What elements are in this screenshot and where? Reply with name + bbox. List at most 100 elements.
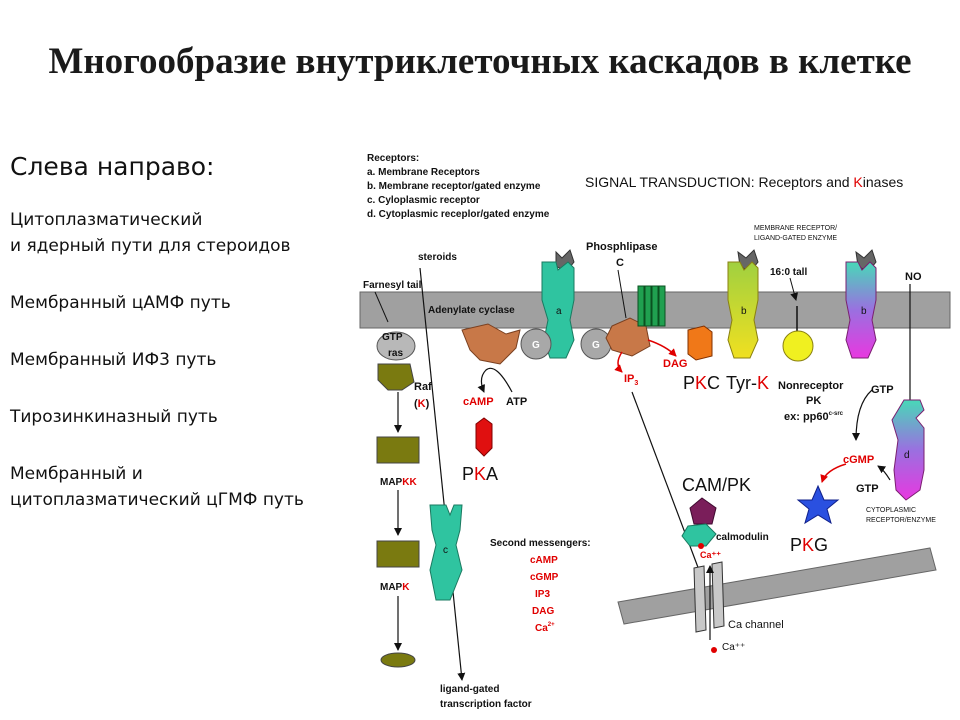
plc-to-ip3-arrow bbox=[614, 351, 623, 373]
camp-label: cAMP bbox=[463, 396, 494, 408]
nonreceptor-pk-shape bbox=[782, 330, 814, 362]
tyr-k: K bbox=[757, 373, 769, 393]
ligand-gated-label-2: transcription factor bbox=[440, 699, 532, 710]
left-item-steroids: Цитоплазматический и ядерный пути для ст… bbox=[10, 207, 345, 259]
g-protein-1-label: G bbox=[532, 340, 540, 351]
left-item-line: Мембранный ИФ3 путь bbox=[10, 350, 217, 370]
pkg-k: K bbox=[802, 535, 814, 555]
diagram-title: SIGNAL TRANSDUCTION: Receptors and Kinas… bbox=[585, 174, 903, 190]
cgmp-label: cGMP bbox=[843, 454, 874, 466]
receptor-b1-label: b bbox=[741, 306, 747, 317]
pka-label: PKA bbox=[462, 464, 498, 484]
legend-line: b. Membrane receptor/gated enzyme bbox=[367, 181, 541, 192]
ca-dot-top bbox=[698, 543, 704, 549]
atp-label: ATP bbox=[506, 396, 527, 408]
er-membrane bbox=[617, 547, 937, 625]
pkg-star bbox=[796, 484, 840, 525]
nonreceptor-label-3: ex: pp60c-src bbox=[784, 411, 844, 423]
pkg-p: P bbox=[790, 535, 802, 555]
membrane-receptor-b1: b bbox=[727, 249, 759, 359]
adenylate-cyclase-label: Adenylate cyclase bbox=[428, 305, 515, 316]
left-item-line: Тирозинкиназный путь bbox=[10, 407, 218, 427]
nonreceptor-example: ex: pp60 bbox=[784, 411, 829, 423]
receptor-c-label: c bbox=[443, 545, 448, 556]
g-protein-1 bbox=[520, 328, 552, 360]
left-item-line: и ядерный пути для стероидов bbox=[10, 236, 291, 256]
tall-16-label: 16:0 tall bbox=[770, 267, 807, 278]
pkc-cube bbox=[687, 325, 713, 361]
transcription-factor-shape bbox=[380, 652, 416, 668]
membrane-receptor-b2: b bbox=[845, 249, 877, 359]
steroids-arrow bbox=[419, 267, 466, 681]
second-messenger-item: cAMP bbox=[530, 555, 558, 566]
calmodulin-shape bbox=[681, 523, 717, 547]
pkc-label: PKC bbox=[683, 373, 720, 393]
pkc-c: C bbox=[707, 373, 720, 393]
membrane-receptor-label-bottom: LIGAND-GATED ENZYME bbox=[754, 235, 837, 242]
ip3-channel-bundle bbox=[637, 285, 666, 327]
pka-shape bbox=[475, 417, 493, 457]
tyr-k-label: Tyr-K bbox=[726, 373, 769, 393]
gtp-right2-label: GTP bbox=[856, 483, 879, 495]
farnesyl-tail-line bbox=[374, 291, 389, 323]
pka-a: A bbox=[486, 464, 498, 484]
receptor-b2-label: b bbox=[861, 306, 867, 317]
nonreceptor-label-1: Nonreceptor bbox=[778, 380, 844, 392]
diagram-title-main: SIGNAL TRANSDUCTION: Receptors and bbox=[585, 174, 853, 190]
raf-k-label: (K) bbox=[414, 398, 430, 410]
phospholipase-c-label: C bbox=[616, 257, 624, 269]
pkg-g: G bbox=[814, 535, 828, 555]
pkc-k: K bbox=[695, 373, 707, 393]
phospholipase-pointer bbox=[617, 269, 627, 319]
gtp-label: GTP bbox=[382, 332, 403, 343]
second-messenger-ca-sup: 2+ bbox=[548, 622, 555, 628]
gtp2-to-cgmp-arrow bbox=[877, 465, 891, 481]
steroids-label: steroids bbox=[418, 252, 457, 263]
mapk-k: K bbox=[402, 582, 410, 593]
legend-line: Receptors: bbox=[367, 153, 419, 164]
left-item-line: Мембранный и bbox=[10, 464, 143, 484]
ip3-ip: IP bbox=[624, 373, 634, 385]
tall-16-pointer bbox=[789, 277, 799, 301]
tyr-prefix: Tyr- bbox=[726, 373, 757, 393]
left-item-line: Мембранный цАМФ путь bbox=[10, 293, 231, 313]
ca-dot-bottom bbox=[711, 647, 717, 653]
adenylate-cyclase-shape bbox=[461, 323, 521, 365]
ca-bottom-label: Ca⁺⁺ bbox=[722, 642, 745, 653]
mapkk-box bbox=[376, 436, 420, 464]
membrane-receptor-label-top: MEMBRANE RECEPTOR/ bbox=[754, 225, 837, 232]
farnesyl-tail-label: Farnesyl tail bbox=[363, 280, 422, 291]
mapkk-kk: KK bbox=[402, 477, 417, 488]
legend-line: c. Cyloplasmic receptor bbox=[367, 195, 480, 206]
phospholipase-shape bbox=[605, 317, 651, 357]
cam-pk-pentagon bbox=[689, 497, 717, 525]
ip3-sub: 3 bbox=[634, 380, 638, 387]
pkg-label: PKG bbox=[790, 535, 828, 555]
ca-channel bbox=[693, 561, 725, 633]
left-item-ip3: Мембранный ИФ3 путь bbox=[10, 347, 345, 373]
nonreceptor-label-2: PK bbox=[806, 395, 821, 407]
left-item-line: цитоплазматический цГМФ путь bbox=[10, 490, 304, 510]
second-messenger-ca-base: Ca bbox=[535, 623, 548, 634]
second-messenger-item: cGMP bbox=[530, 572, 559, 583]
left-pathway-list: Слева направо: Цитоплазматический и ядер… bbox=[10, 152, 345, 544]
g-protein-2-label: G bbox=[592, 340, 600, 351]
atp-to-camp-arrow bbox=[477, 367, 513, 393]
receptor-d-label: d bbox=[904, 450, 910, 461]
second-messenger-item: DAG bbox=[532, 606, 554, 617]
membrane-receptor-a: a bbox=[541, 249, 575, 359]
gtp-to-cgmp-arrow bbox=[852, 389, 873, 441]
pkc-p: P bbox=[683, 373, 695, 393]
pka-k: K bbox=[474, 464, 486, 484]
left-item-cgmp: Мембранный и цитоплазматический цГМФ пут… bbox=[10, 461, 345, 513]
receptor-a-label: a bbox=[556, 306, 562, 317]
legend-line: d. Cytoplasmic receplor/gated enzyme bbox=[367, 209, 550, 220]
cam-pk-label: CAM/PK bbox=[682, 475, 751, 495]
cytoplasmic-receptor-d: d bbox=[891, 399, 925, 501]
cgmp-to-pkg-arrow bbox=[820, 463, 847, 483]
nonreceptor-sup: c-src bbox=[829, 411, 844, 417]
cytoplasmic-label-2: RECEPTOR/ENZYME bbox=[866, 517, 936, 524]
cytoplasmic-label-1: CYTOPLASMIC bbox=[866, 507, 916, 514]
mapkk-label: MAPKK bbox=[380, 477, 417, 488]
